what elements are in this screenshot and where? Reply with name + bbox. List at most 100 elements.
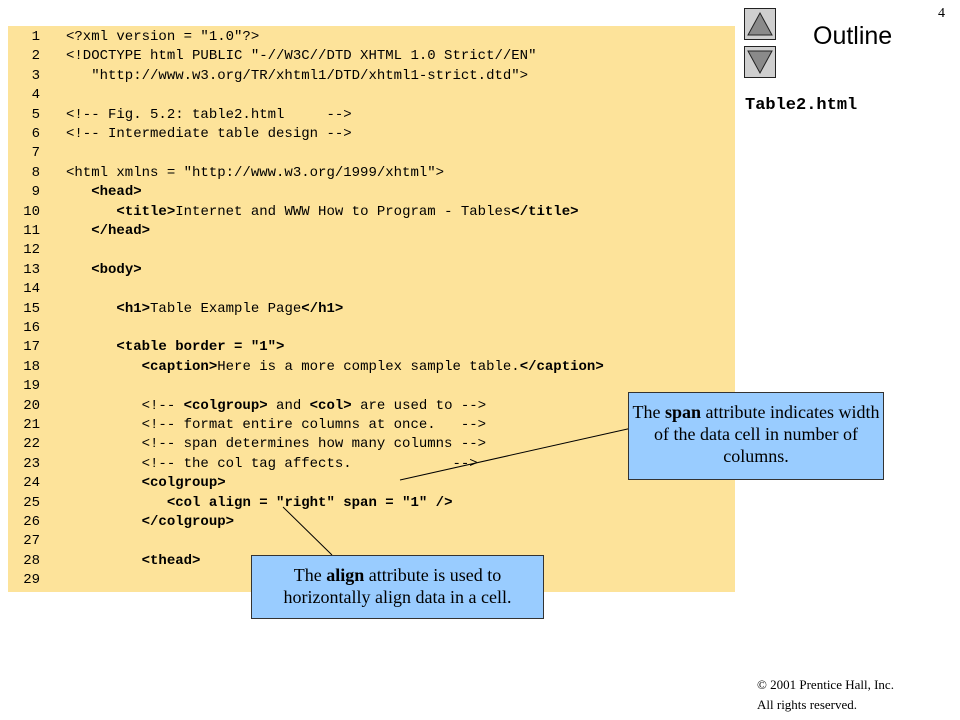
code-tag: <caption> xyxy=(141,358,218,375)
code-text: <head> xyxy=(66,183,142,202)
line-number: 8 xyxy=(31,164,40,181)
code-text: <!-- span determines how many columns --… xyxy=(66,435,486,454)
code-text: </head> xyxy=(66,222,150,241)
line-number: 6 xyxy=(31,126,40,142)
line-number: 17 xyxy=(23,339,40,356)
line-number: 19 xyxy=(23,378,40,395)
next-slide-button[interactable] xyxy=(744,46,776,78)
code-tag: <head> xyxy=(91,184,142,201)
code-tag: </colgroup> xyxy=(141,514,235,530)
triangle-down-icon xyxy=(747,50,773,75)
align-callout-keyword: align xyxy=(326,565,365,585)
line-number: 20 xyxy=(23,397,40,414)
line-number: 28 xyxy=(23,552,40,569)
line-number: 27 xyxy=(23,533,40,550)
code-text: <!DOCTYPE html PUBLIC "-//W3C//DTD XHTML… xyxy=(66,47,536,66)
code-segment: "http://www.w3.org/TR/xhtml1/DTD/xhtml1-… xyxy=(66,67,529,84)
code-text: <!-- Intermediate table design --> xyxy=(66,125,352,144)
code-segment: Table Example Page xyxy=(150,300,302,317)
code-segment: Here is a more complex sample table. xyxy=(217,358,520,375)
code-segment: <!-- the col tag affects. --> xyxy=(66,455,478,472)
span-callout-after: attribute indicates width of the data ce… xyxy=(654,402,880,466)
line-number: 9 xyxy=(31,184,40,201)
code-text: <caption>Here is a more complex sample t… xyxy=(66,358,604,377)
code-segment: <!-- Fig. 5.2: table2.html --> xyxy=(66,106,352,123)
align-callout-before: The xyxy=(293,565,327,585)
line-number: 15 xyxy=(23,300,40,317)
code-tag: <colgroup> xyxy=(183,397,268,414)
code-tag: </h1> xyxy=(301,300,344,317)
code-text: </colgroup> xyxy=(66,513,234,532)
code-tag: <title> xyxy=(116,203,176,220)
outline-link[interactable]: Outline xyxy=(813,22,893,50)
code-segment: <!-- xyxy=(66,397,184,414)
code-text: <html xmlns = "http://www.w3.org/1999/xh… xyxy=(66,164,444,183)
code-segment: <html xmlns = "http://www.w3.org/1999/xh… xyxy=(66,164,445,181)
code-tag: <colgroup> xyxy=(141,475,226,492)
span-callout: The span attribute indicates width of th… xyxy=(628,392,884,480)
code-text: <table border = "1"> xyxy=(66,338,284,357)
code-segment: <?xml version = "1.0"?> xyxy=(66,29,260,45)
code-tag: <thead> xyxy=(141,552,201,569)
code-tag: </head> xyxy=(91,223,151,239)
code-text: <!-- Fig. 5.2: table2.html --> xyxy=(66,106,352,125)
triangle-up-icon xyxy=(747,11,773,36)
previous-slide-button[interactable] xyxy=(744,8,776,40)
code-text: <h1>Table Example Page</h1> xyxy=(66,300,343,319)
line-number: 10 xyxy=(23,203,40,220)
align-callout-after: attribute is used to horizontally align … xyxy=(283,565,512,607)
line-number: 24 xyxy=(23,475,40,492)
code-segment: <!-- span determines how many columns --… xyxy=(66,436,487,453)
code-tag: <h1> xyxy=(116,300,151,317)
line-number: 26 xyxy=(23,514,40,530)
span-callout-keyword: span xyxy=(665,402,702,422)
page-number: 4 xyxy=(938,6,945,21)
code-segment: are used to --> xyxy=(351,397,487,414)
line-number: 2 xyxy=(31,48,40,65)
line-number: 12 xyxy=(23,242,40,259)
line-number: 1 xyxy=(31,29,40,45)
code-text: <?xml version = "1.0"?> xyxy=(66,28,259,47)
align-callout-pointer xyxy=(282,506,333,556)
line-number: 13 xyxy=(23,261,40,278)
line-number: 18 xyxy=(23,358,40,375)
align-callout: The align attribute is used to horizonta… xyxy=(251,555,544,619)
code-text: <body> xyxy=(66,261,142,280)
code-text: <!-- the col tag affects. --> xyxy=(66,455,478,474)
code-tag: <body> xyxy=(91,261,142,278)
code-tag: </caption> xyxy=(519,358,604,375)
line-number: 5 xyxy=(31,106,40,123)
code-segment: and xyxy=(267,397,310,414)
code-text: <!-- <colgroup> and <col> are used to --… xyxy=(66,397,486,416)
code-tag: <col align = "right" span = "1" /> xyxy=(166,494,453,511)
line-number: 4 xyxy=(31,87,40,104)
code-segment: <!-- format entire columns at once. --> xyxy=(66,417,487,433)
code-tag: <col> xyxy=(309,397,352,414)
code-text: <thead> xyxy=(66,552,201,571)
line-number: 23 xyxy=(23,455,40,472)
line-number: 25 xyxy=(23,494,40,511)
copyright-notice: © 2001 Prentice Hall, Inc. All rights re… xyxy=(757,675,894,715)
code-text: "http://www.w3.org/TR/xhtml1/DTD/xhtml1-… xyxy=(66,67,528,86)
copyright-line-1: © 2001 Prentice Hall, Inc. xyxy=(757,677,894,692)
line-number: 21 xyxy=(23,417,40,433)
code-text: <!-- format entire columns at once. --> xyxy=(66,416,486,435)
line-number: 29 xyxy=(23,572,40,589)
line-number: 22 xyxy=(23,436,40,453)
code-text: <col align = "right" span = "1" /> xyxy=(66,494,453,513)
code-listing: 1 <?xml version = "1.0"?> 2 <!DOCTYPE html … xyxy=(8,26,735,592)
line-number: 7 xyxy=(31,145,40,162)
code-segment: Internet and WWW How to Program - Tables xyxy=(175,203,512,220)
line-number: 11 xyxy=(23,223,40,239)
code-tag: <table border = "1"> xyxy=(116,339,285,356)
copyright-line-2: All rights reserved. xyxy=(757,697,858,712)
line-number: 3 xyxy=(31,67,40,84)
code-text: <colgroup> xyxy=(66,474,226,493)
line-number: 16 xyxy=(23,320,40,336)
code-segment: <!DOCTYPE html PUBLIC "-//W3C//DTD XHTML… xyxy=(66,48,537,65)
code-tag: </title> xyxy=(511,203,579,220)
line-number: 14 xyxy=(23,281,40,298)
filename-label: Table2.html xyxy=(745,96,858,115)
span-callout-before: The xyxy=(632,402,665,422)
